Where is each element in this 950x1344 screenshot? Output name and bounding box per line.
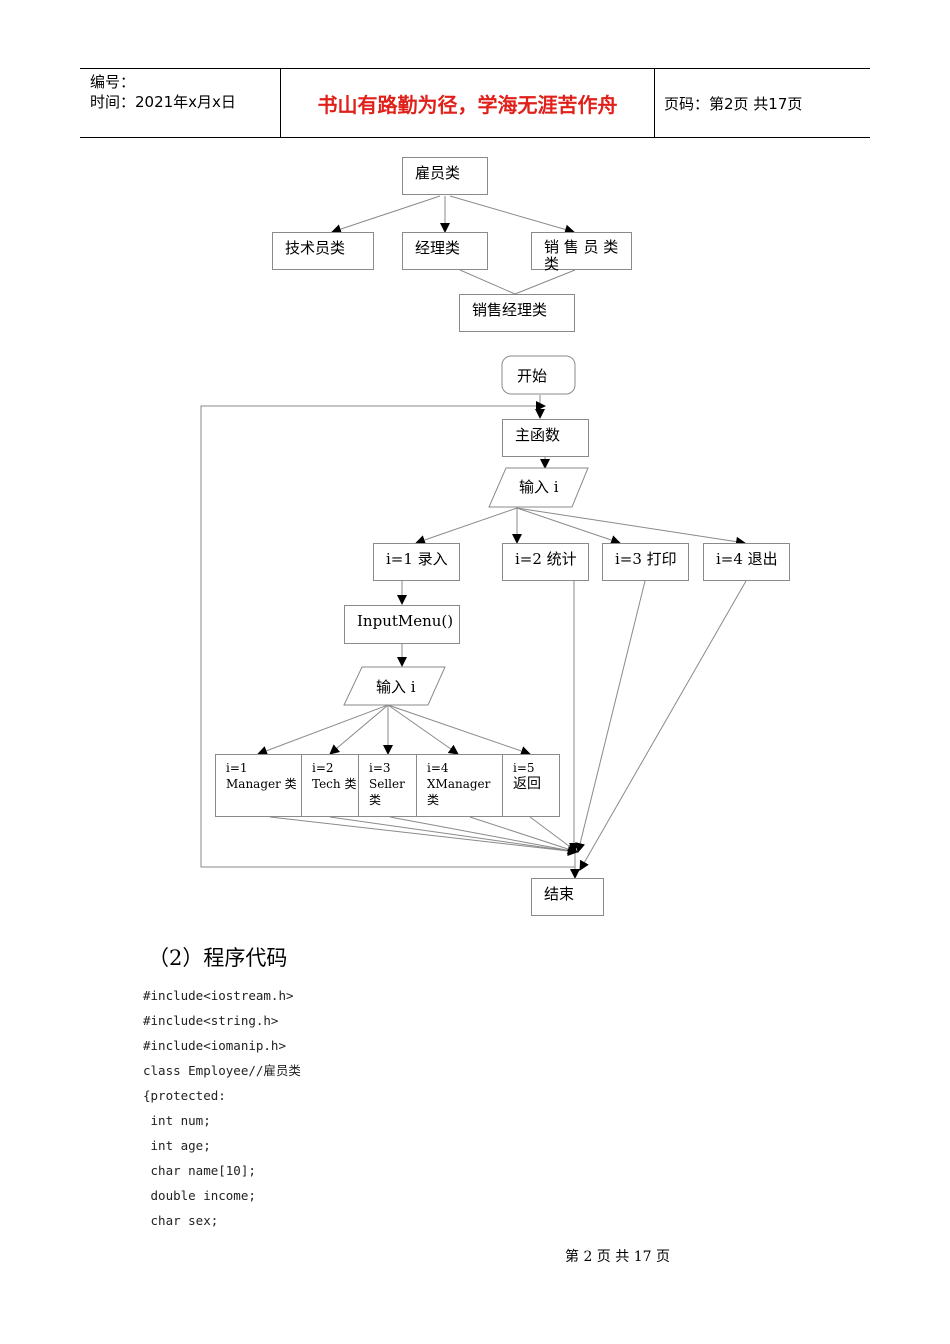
input-parallelogram-2 — [343, 666, 446, 706]
class-salesman-line2: 类 — [544, 255, 560, 273]
flow-sub-xmanager-line1: i=4 — [427, 761, 449, 775]
flow-sub-xmanager: i=4 XManager 类 — [416, 754, 503, 817]
header-motto: 书山有路勤为径，学海无涯苦作舟 — [281, 69, 655, 137]
flow-sub-tech-line2: Tech 类 — [312, 777, 357, 791]
flow-sub-seller: i=3 Seller 类 — [358, 754, 417, 817]
header-meta: 编号： 时间：2021年x月x日 — [80, 69, 281, 137]
page-header: 编号： 时间：2021年x月x日 书山有路勤为径，学海无涯苦作舟 页码：第2页 … — [80, 68, 870, 138]
code-line: #include<iomanip.h> — [143, 1038, 286, 1053]
code-line: int num; — [143, 1113, 211, 1128]
code-line: class Employee//雇员类 — [143, 1063, 301, 1078]
number-label: 编号： — [90, 73, 136, 91]
flow-sub-seller-line1: i=3 — [369, 761, 391, 775]
class-technician: 技术员类 — [272, 232, 374, 270]
class-employee: 雇员类 — [402, 157, 488, 195]
code-line: char sex; — [143, 1213, 219, 1228]
flow-sub-return-line2: 返回 — [513, 776, 541, 792]
class-salesman: 销 售 员 类 类 — [531, 232, 632, 273]
code-line: int age; — [143, 1138, 211, 1153]
flow-main-function: 主函数 — [502, 419, 589, 457]
flow-input-1-label: 输入 i — [519, 478, 559, 496]
input-parallelogram-1 — [488, 467, 589, 508]
header-page-info: 页码：第2页 共17页 — [664, 95, 803, 113]
time-label: 时间：2021年x月x日 — [90, 93, 236, 111]
flow-option-exit: i=4 退出 — [703, 543, 790, 581]
start-terminal — [501, 355, 576, 395]
flow-sub-manager-line1: i=1 — [226, 761, 248, 775]
flow-sub-return-line1: i=5 — [513, 761, 535, 775]
flow-end: 结束 — [531, 878, 604, 916]
flow-sub-manager: i=1 Manager 类 — [215, 754, 302, 817]
code-block: #include<iostream.h> #include<string.h> … — [143, 983, 301, 1233]
code-line: #include<iostream.h> — [143, 988, 294, 1003]
code-line: {protected: — [143, 1088, 226, 1103]
code-line: #include<string.h> — [143, 1013, 279, 1028]
flow-input-2-label: 输入 i — [376, 678, 416, 696]
flow-option-input: i=1 录入 — [373, 543, 460, 581]
class-sales-manager: 销售经理类 — [459, 294, 575, 332]
class-manager: 经理类 — [402, 232, 488, 270]
flow-start-label: 开始 — [517, 367, 548, 385]
flow-sub-seller-line2: Seller 类 — [369, 777, 405, 807]
flow-option-stats: i=2 统计 — [502, 543, 589, 581]
flow-sub-tech: i=2 Tech 类 — [301, 754, 359, 817]
code-line: double income; — [143, 1188, 256, 1203]
flow-sub-xmanager-line2: XManager 类 — [427, 777, 491, 807]
code-line: char name[10]; — [143, 1163, 256, 1178]
flow-sub-tech-line1: i=2 — [312, 761, 334, 775]
section-title: （2）程序代码 — [148, 946, 288, 970]
flow-input-menu: InputMenu() — [344, 605, 460, 644]
flow-sub-manager-line2: Manager 类 — [226, 777, 297, 791]
flow-option-print: i=3 打印 — [602, 543, 689, 581]
flow-sub-return: i=5 返回 — [502, 754, 560, 817]
class-salesman-line1: 销 售 员 类 — [544, 238, 619, 256]
page-footer: 第 2 页 共 17 页 — [565, 1249, 670, 1265]
